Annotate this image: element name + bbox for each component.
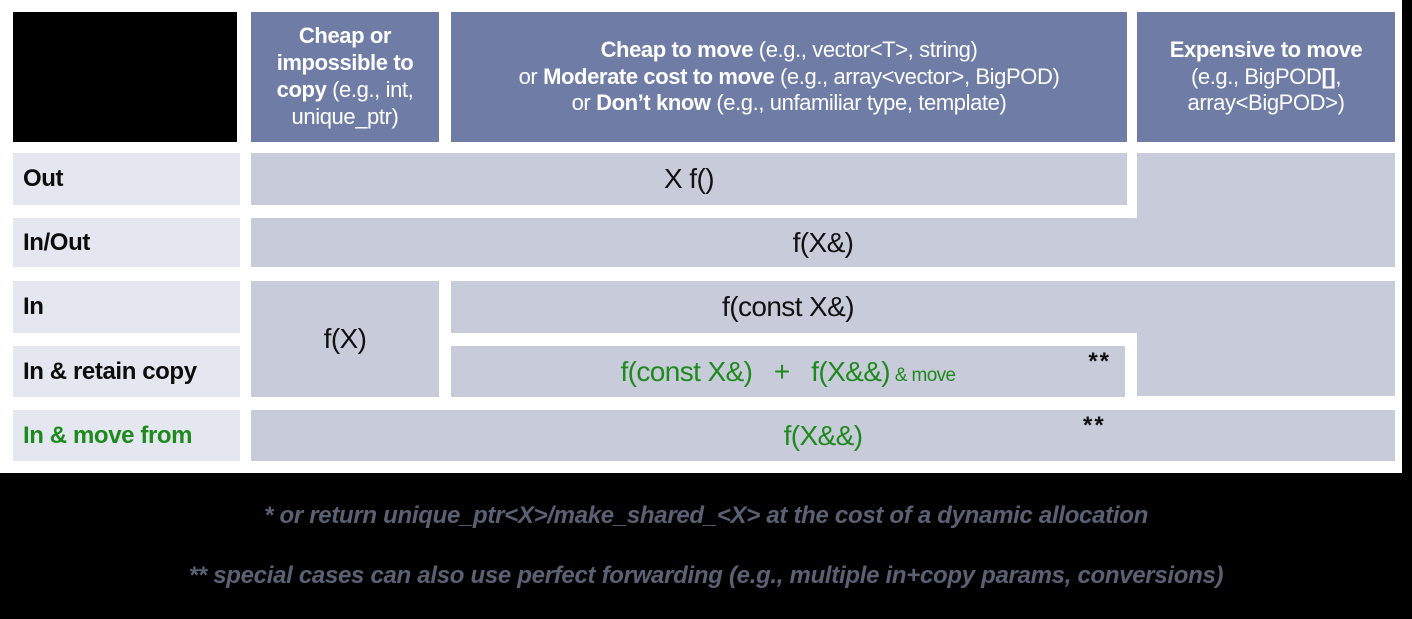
row-label-inout: In/Out: [13, 218, 240, 267]
corner-black-box: [13, 12, 237, 142]
column-header-cheap-moderate-move-text: Cheap to move (e.g., vector<T>, string)o…: [518, 36, 1060, 116]
footnote-return-unique-ptr: * or return unique_ptr<X>/make_shared_<X…: [264, 502, 1148, 529]
column-header-cheap-moderate-move: Cheap to move (e.g., vector<T>, string)o…: [451, 12, 1127, 142]
cell-in-cheap-copy-code: f(X): [323, 323, 367, 354]
cell-in-cheap-copy: f(X): [251, 281, 439, 397]
cell-in-retain-copy: f(const X&) + f(X&&) & move **: [451, 346, 1125, 397]
footnote-band: * or return unique_ptr<X>/make_shared_<X…: [0, 473, 1412, 619]
cell-in-code: f(const X&): [722, 291, 854, 322]
row-label-inout-text: In/Out: [23, 228, 90, 256]
cell-inout-code: f(X&): [792, 226, 854, 258]
row-label-out: Out: [13, 153, 240, 205]
cell-in-retain-copy-footnote-marker: **: [1088, 348, 1111, 375]
row-label-in-retain-copy-text: In & retain copy: [23, 357, 197, 385]
cell-in-retain-copy-code: f(const X&) + f(X&&) & move: [620, 355, 956, 387]
column-header-expensive-move-text: Expensive to move(e.g., BigPOD[],array<B…: [1169, 36, 1363, 116]
column-header-cheap-copy: Cheap or impossible to copy (e.g., int, …: [251, 12, 439, 142]
cell-inout: f(X&): [251, 218, 1395, 267]
row-label-in-move-from-text: In & move from: [23, 421, 193, 449]
cell-out-code: X f(): [664, 163, 714, 194]
cell-in-move-from: f(X&&) **: [251, 410, 1395, 461]
row-label-in-retain-copy: In & retain copy: [13, 346, 240, 397]
cell-in: f(const X&): [451, 281, 1395, 333]
right-black-border: [1402, 0, 1412, 619]
cell-in-move-from-code: f(X&&): [783, 419, 863, 451]
column-header-expensive-move: Expensive to move(e.g., BigPOD[],array<B…: [1137, 12, 1395, 142]
row-label-in: In: [13, 281, 240, 333]
column-header-cheap-copy-text: Cheap or impossible to copy (e.g., int, …: [276, 23, 414, 129]
footnote-perfect-forwarding: ** special cases can also use perfect fo…: [188, 562, 1224, 589]
row-label-in-text: In: [23, 293, 44, 320]
row-label-out-text: Out: [23, 165, 64, 192]
cell-in-move-from-footnote-marker: **: [1083, 412, 1106, 439]
cell-out: X f(): [251, 153, 1127, 205]
row-label-in-move-from: In & move from: [13, 410, 240, 461]
